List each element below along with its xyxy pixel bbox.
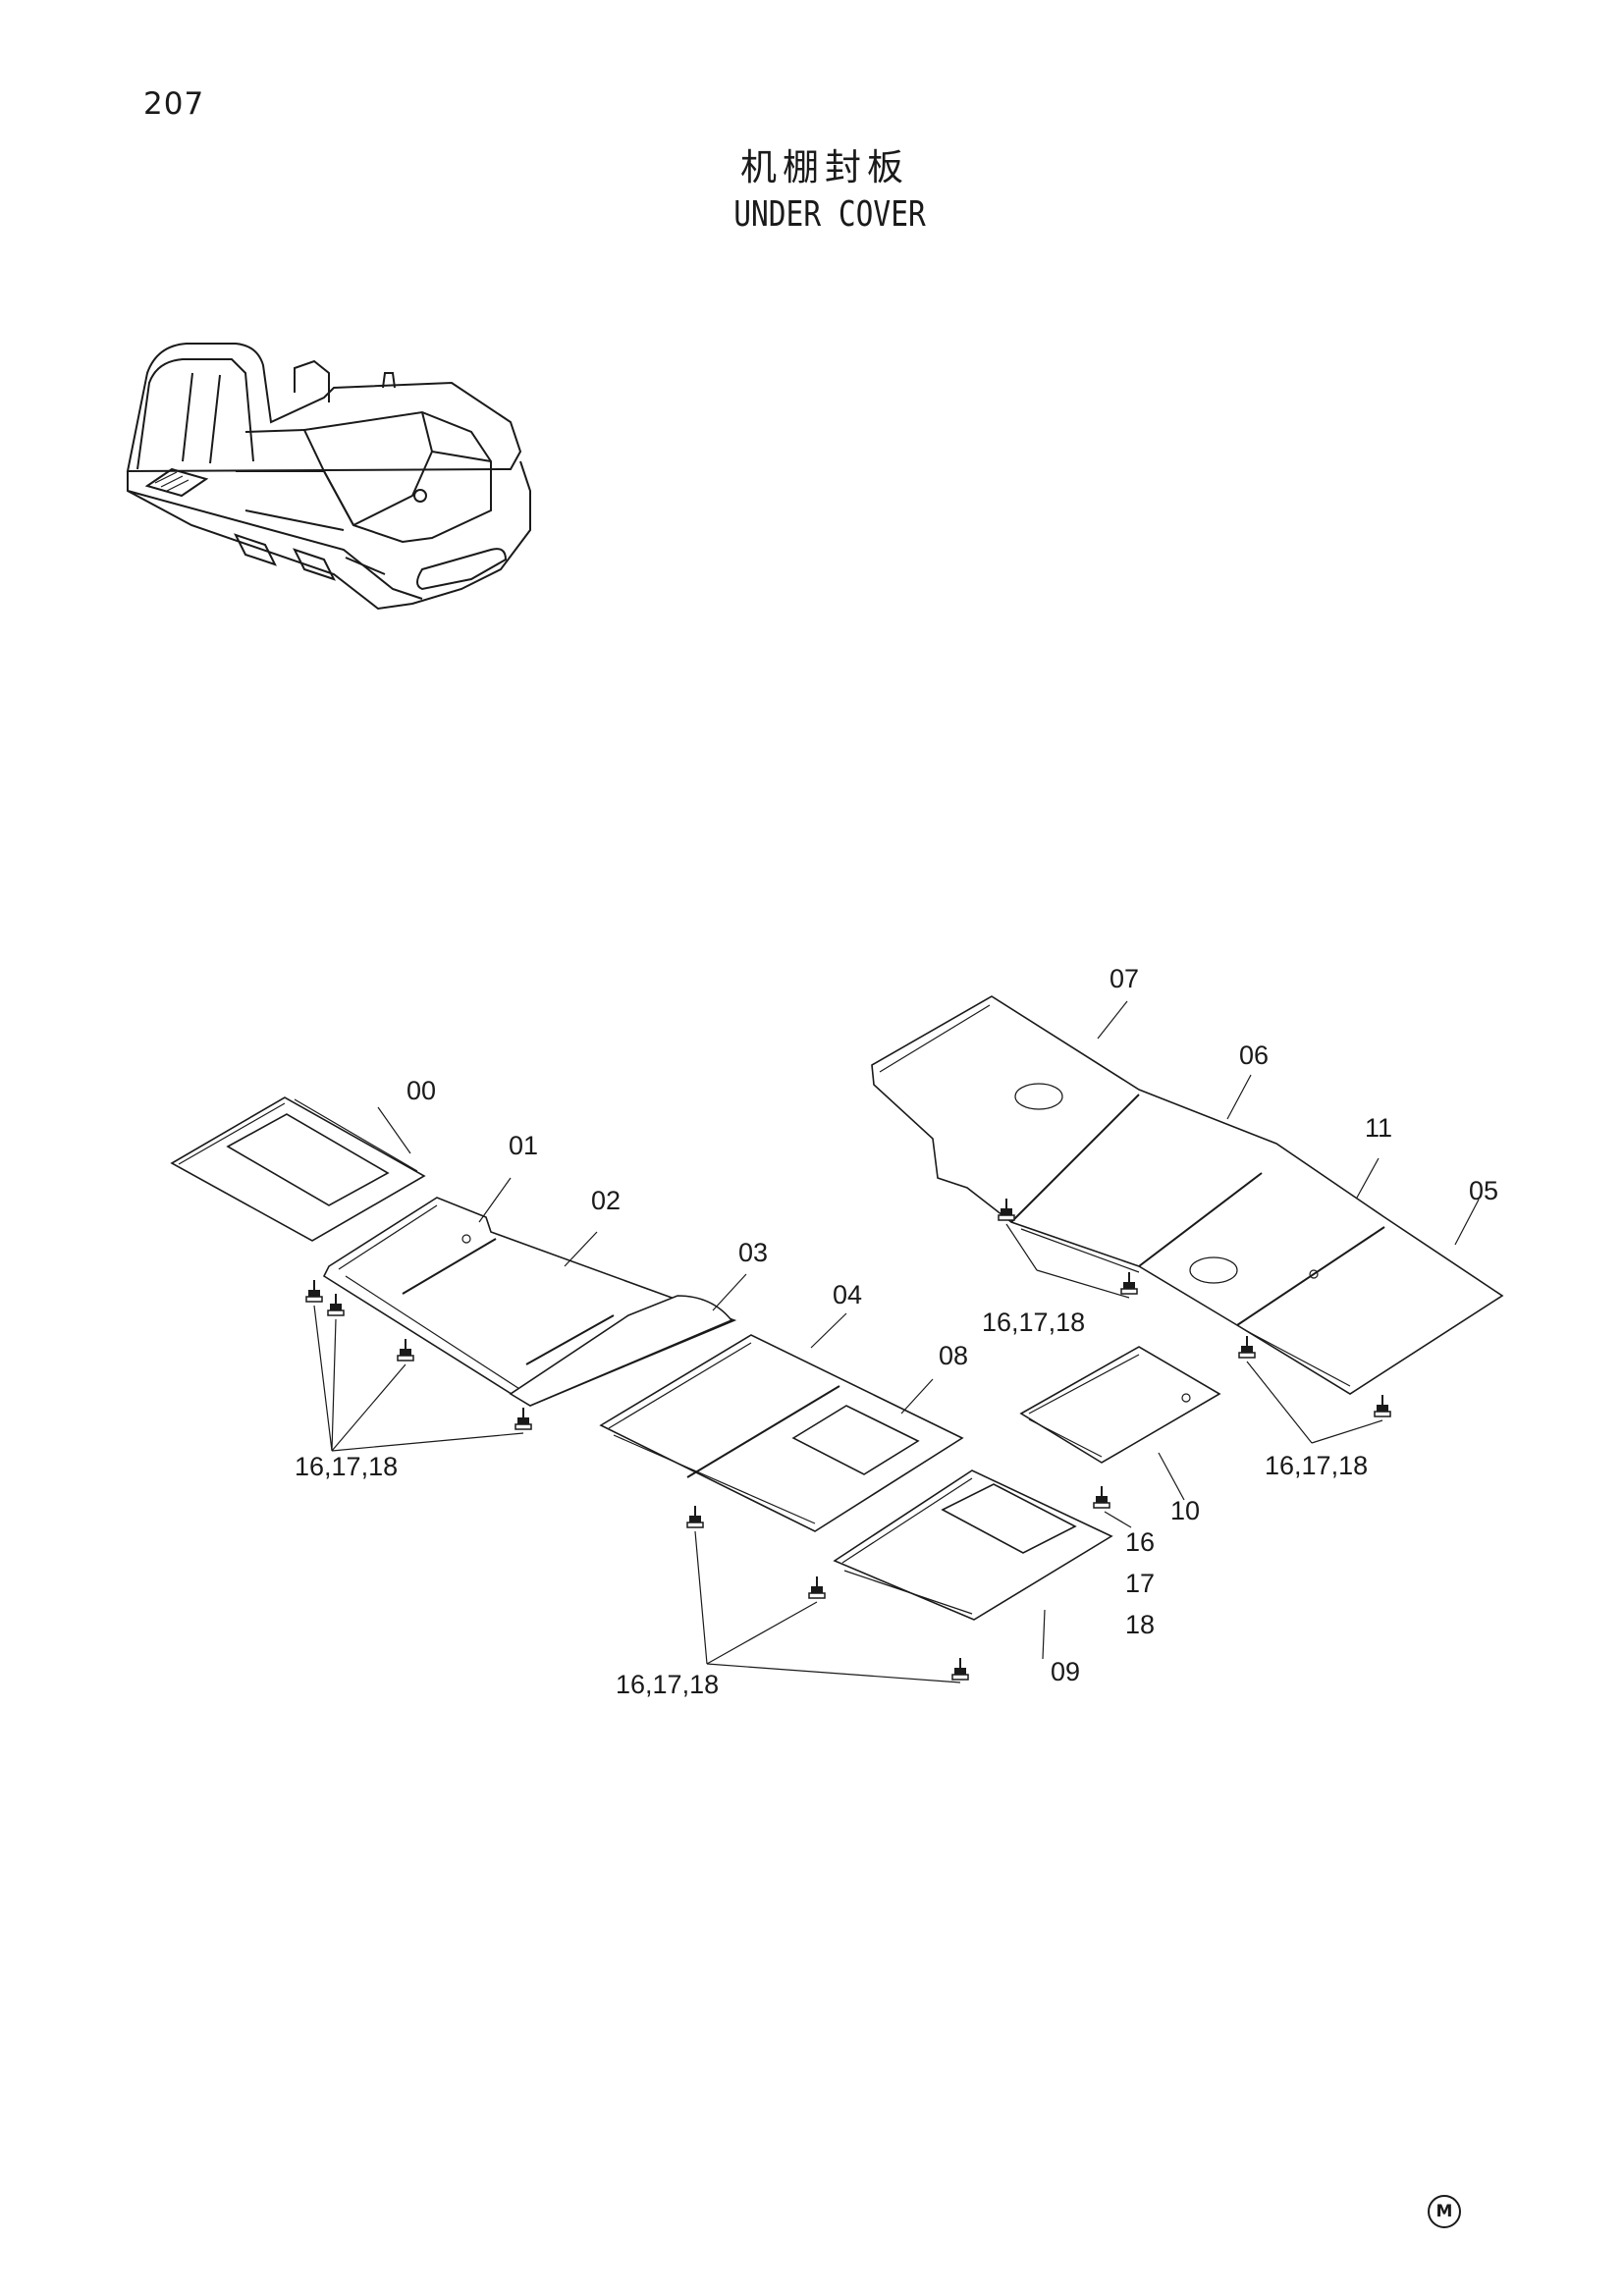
callout-labels: 00 01 02 03 04 08 09 10 07 06 11 05 16,1… xyxy=(295,964,1498,1699)
callout-05: 05 xyxy=(1469,1176,1498,1205)
callout-bolts-right: 16,17,18 xyxy=(1265,1451,1368,1480)
callout-bolts-left: 16,17,18 xyxy=(295,1452,398,1481)
callout-04: 04 xyxy=(833,1280,862,1309)
callout-07: 07 xyxy=(1110,964,1139,993)
callout-08: 08 xyxy=(939,1341,968,1370)
title-english: UNDER COVER xyxy=(733,194,926,235)
callout-11: 11 xyxy=(1365,1113,1392,1143)
machine-overview-sketch xyxy=(126,343,531,611)
callout-bolts-top-right: 16,17,18 xyxy=(982,1308,1085,1337)
callout-16: 16 xyxy=(1125,1527,1155,1557)
manufacturer-mark: M xyxy=(1428,2195,1461,2228)
callout-00: 00 xyxy=(406,1076,436,1105)
page-number: 207 xyxy=(143,86,205,122)
callout-06: 06 xyxy=(1239,1041,1269,1070)
callout-17: 17 xyxy=(1125,1569,1155,1598)
panel-04-08 xyxy=(599,1334,964,1532)
callout-10: 10 xyxy=(1170,1496,1200,1525)
callout-01: 01 xyxy=(509,1131,538,1160)
panel-01-02-03-strip xyxy=(322,1197,737,1407)
leader-lines xyxy=(313,1000,1480,1683)
title-chinese: 机棚封板 xyxy=(740,146,909,188)
panel-07-06-11-05-assembly xyxy=(871,995,1504,1395)
callout-09: 09 xyxy=(1051,1657,1080,1686)
callout-18: 18 xyxy=(1125,1610,1155,1639)
panel-09 xyxy=(833,1469,1113,1621)
callout-bolts-bottom: 16,17,18 xyxy=(616,1670,719,1699)
callout-03: 03 xyxy=(738,1238,768,1267)
panel-10 xyxy=(1019,1346,1221,1464)
callout-02: 02 xyxy=(591,1186,621,1215)
panel-00 xyxy=(170,1096,426,1242)
